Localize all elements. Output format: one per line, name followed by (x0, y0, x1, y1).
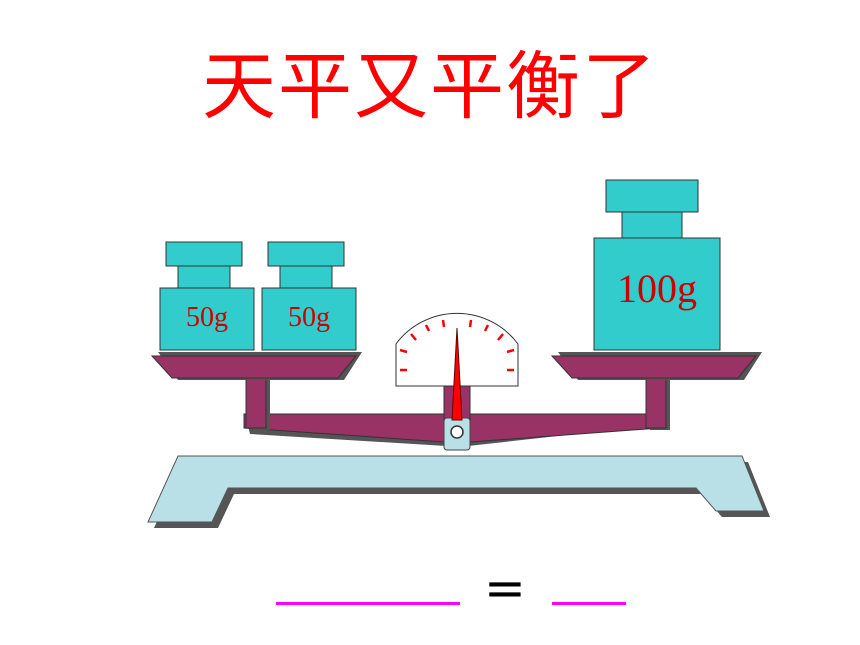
left-post (245, 375, 267, 429)
dial-needle (451, 327, 463, 421)
page-title: 天平又平衡了 (202, 44, 658, 130)
left-pan (150, 355, 358, 379)
right-pan (550, 355, 758, 379)
dial-gauge (395, 312, 519, 421)
scale-base (147, 455, 765, 523)
weight-50g-1: 50g (159, 241, 255, 351)
answer-blank-right[interactable] (552, 602, 626, 605)
equals-sign: = (484, 559, 526, 617)
weight-label: 50g (288, 302, 330, 333)
pivot-circle (450, 425, 464, 439)
weight-label: 50g (186, 302, 228, 333)
answer-blank-left[interactable] (276, 602, 460, 605)
weight-100g: 100g (593, 179, 721, 351)
weight-label: 100g (617, 266, 697, 311)
weight-50g-2: 50g (261, 241, 357, 351)
right-post (645, 375, 667, 429)
dial-ticks (399, 319, 515, 372)
